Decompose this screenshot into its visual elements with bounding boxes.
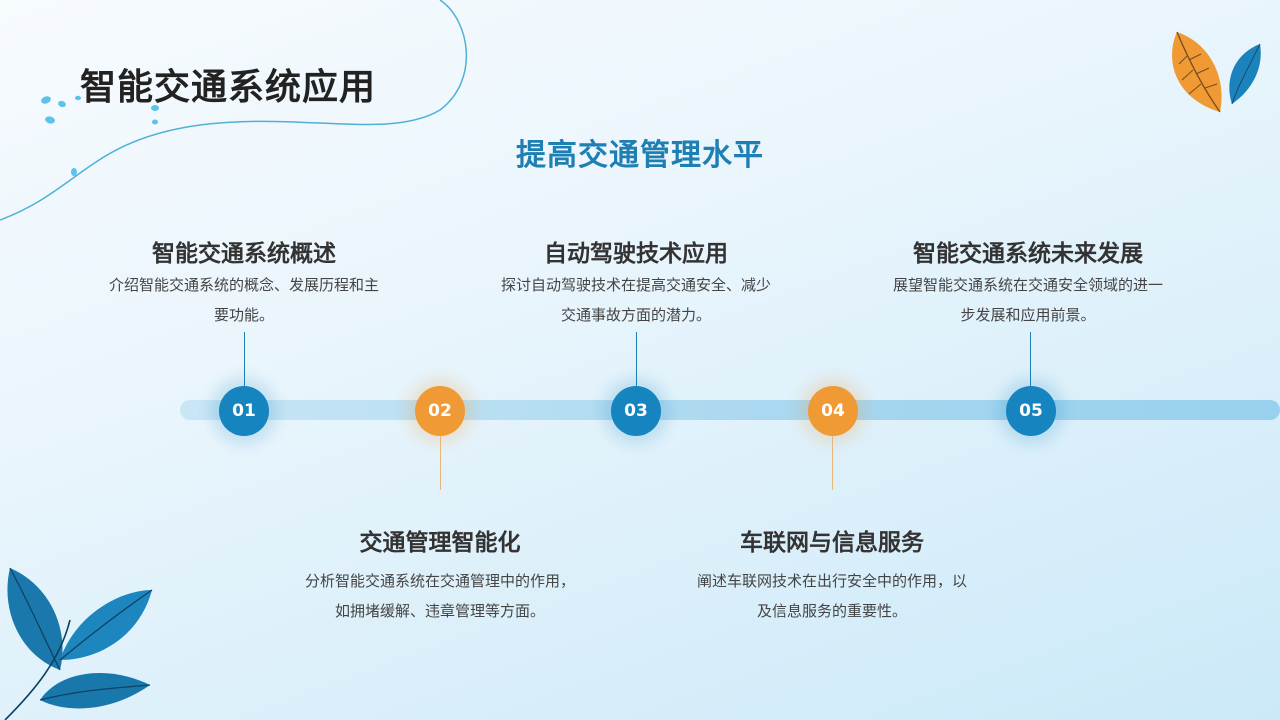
item-title-01: 智能交通系统概述	[152, 241, 336, 267]
page-title: 智能交通系统应用	[80, 67, 377, 108]
leaf-branch-icon	[4, 567, 153, 720]
leaf-blue-small-icon	[1229, 43, 1261, 105]
timeline-track	[180, 400, 1280, 420]
step-node-05: 05	[1006, 386, 1056, 436]
connector-line-04	[832, 436, 833, 490]
item-title-02: 交通管理智能化	[359, 530, 521, 556]
item-desc-03-line1: 探讨自动驾驶技术在提高交通安全、减少	[500, 276, 771, 294]
leaf-orange-icon	[1172, 31, 1222, 113]
item-title-05: 智能交通系统未来发展	[913, 241, 1143, 267]
decor-curve	[0, 0, 468, 221]
step-node-01: 01	[219, 386, 269, 436]
connector-line-03	[636, 332, 637, 386]
item-desc-04-line2: 及信息服务的重要性。	[756, 602, 907, 620]
connector-line-05	[1030, 332, 1031, 386]
item-desc-02-line2: 如拥堵缓解、违章管理等方面。	[334, 602, 545, 620]
connector-line-02	[440, 436, 441, 490]
item-title-04: 车联网与信息服务	[740, 530, 924, 556]
item-desc-02-line1: 分析智能交通系统在交通管理中的作用，	[304, 572, 575, 590]
item-desc-03-line2: 交通事故方面的潜力。	[560, 306, 711, 324]
step-node-03: 03	[611, 386, 661, 436]
item-desc-05-line1: 展望智能交通系统在交通安全领域的进一	[892, 276, 1163, 294]
item-desc-01-line2: 要功能。	[213, 306, 274, 324]
step-node-02: 02	[415, 386, 465, 436]
section-subtitle: 提高交通管理水平	[516, 138, 764, 173]
item-desc-05-line2: 步发展和应用前景。	[960, 306, 1096, 324]
item-title-03: 自动驾驶技术应用	[544, 241, 728, 267]
connector-line-01	[244, 332, 245, 386]
item-desc-04-line1: 阐述车联网技术在出行安全中的作用，以	[696, 572, 967, 590]
step-node-04: 04	[808, 386, 858, 436]
item-desc-01-line1: 介绍智能交通系统的概念、发展历程和主	[108, 276, 379, 294]
